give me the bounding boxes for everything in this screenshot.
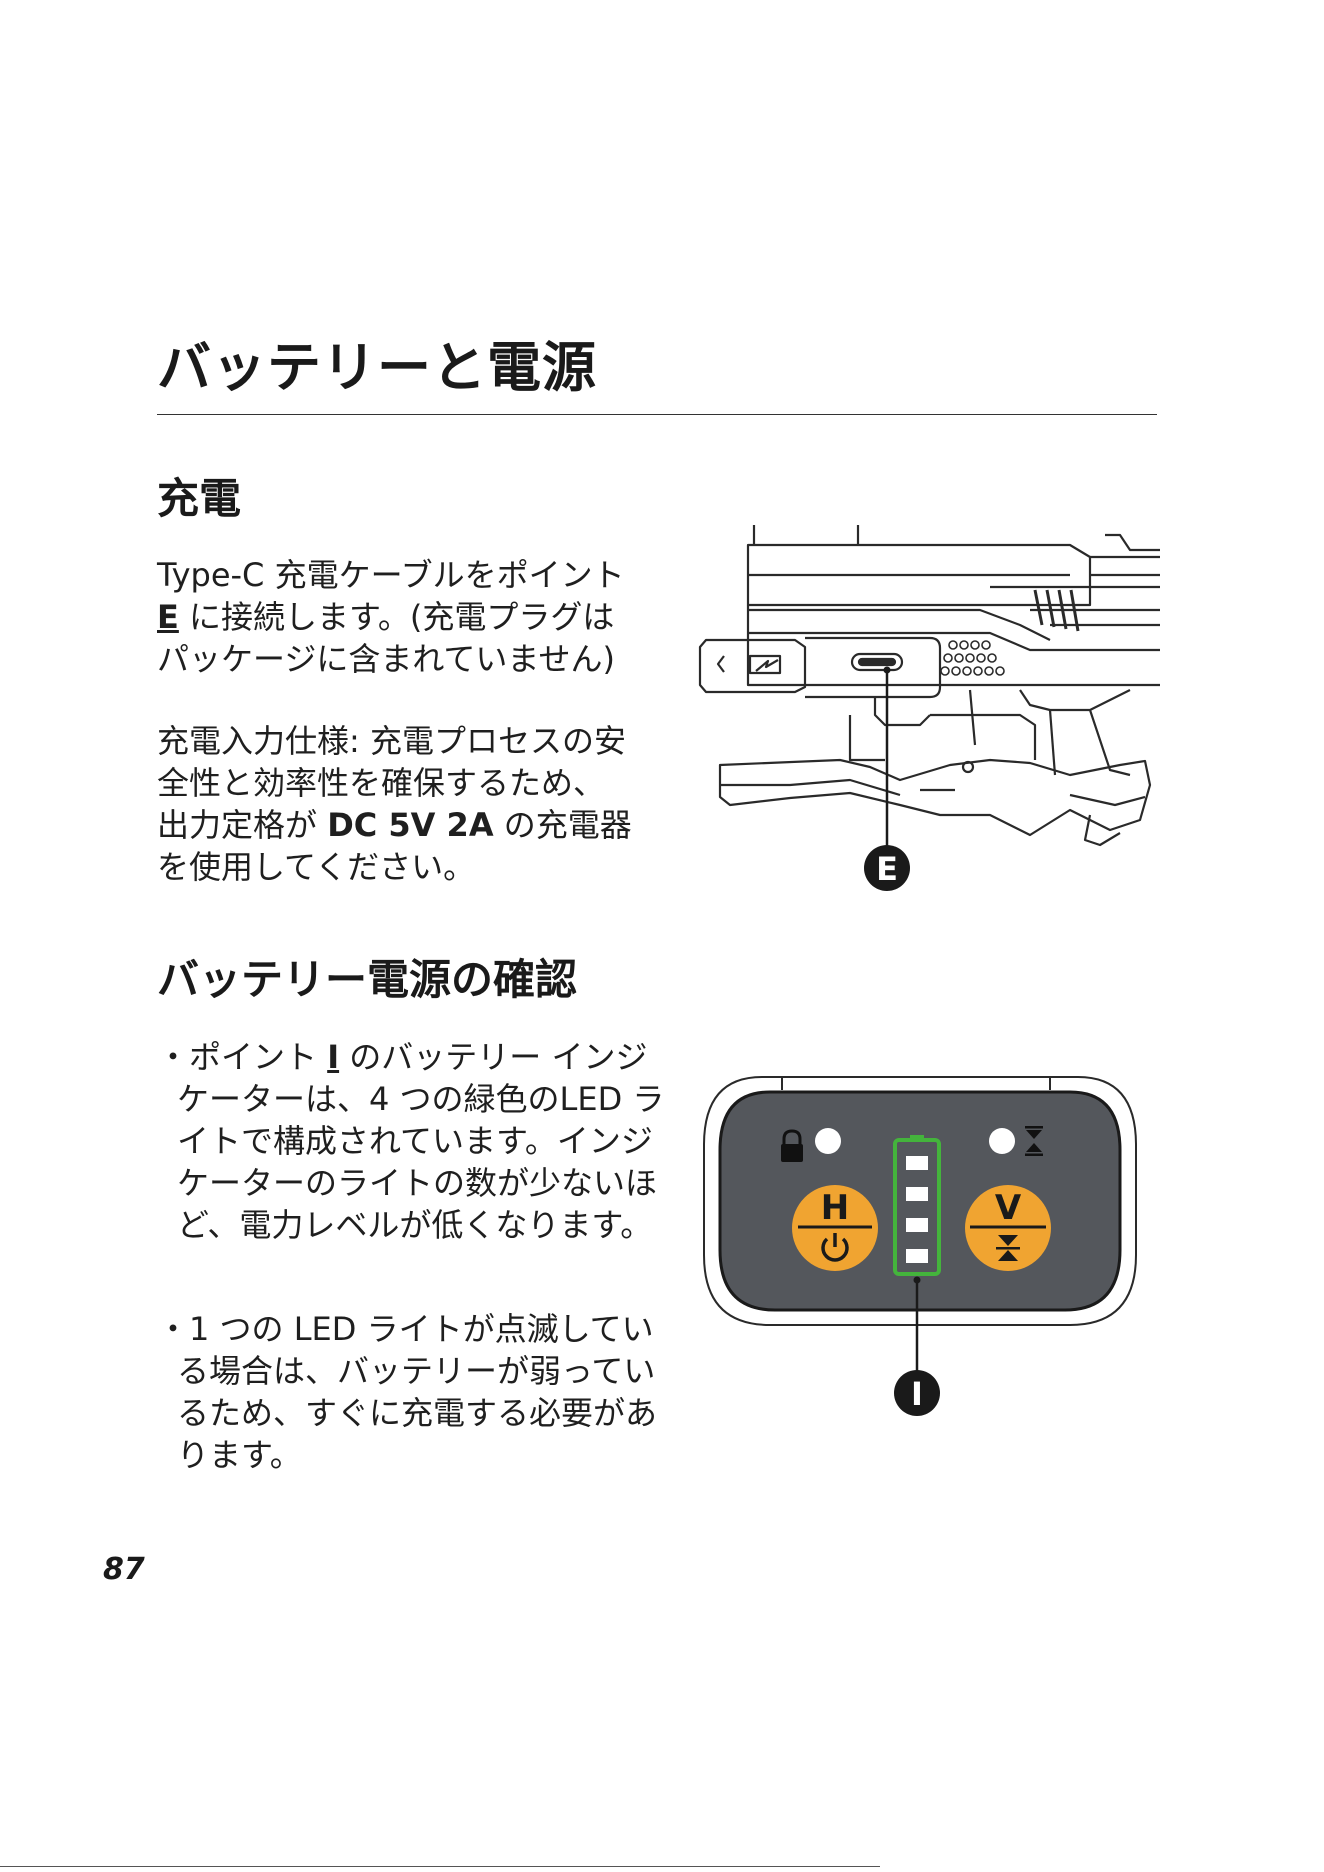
battery-b1-text-a: ・ポイント: [157, 1038, 327, 1076]
charging-p2-line-1: 充電入力仕様: 充電プロセスの安: [157, 722, 626, 760]
h-power-button[interactable]: H: [792, 1185, 878, 1271]
charging-p1-text-a: Type-C 充電ケーブルをポイント: [157, 556, 625, 594]
charging-paragraph-1: Type-C 充電ケーブルをポイント E に接続します。(充電プラグは パッケー…: [157, 554, 667, 680]
page-number: 87: [103, 1552, 145, 1588]
h-button-label: H: [821, 1188, 849, 1228]
charging-port-illustration: E: [690, 515, 1160, 900]
charging-p2-line-3a: 出力定格が: [157, 806, 327, 844]
callout-i-label: I: [911, 1375, 923, 1413]
tilt-led: [989, 1128, 1015, 1154]
battery-bullet-1: ・ポイント I のバッテリー インジケーターは、4 つの緑色のLED ライトで構…: [157, 1036, 677, 1246]
callout-e-label: E: [876, 850, 898, 888]
battery-led-4: [906, 1156, 928, 1170]
battery-indicator-illustration: H V I: [700, 1075, 1140, 1425]
battery-led-2: [906, 1218, 928, 1232]
battery-led-1: [906, 1249, 928, 1263]
point-i-reference: I: [327, 1038, 339, 1076]
charging-p2-line-3b: の充電器: [494, 806, 632, 844]
charging-heading: 充電: [157, 471, 241, 527]
title-divider: [157, 414, 1157, 415]
charging-spec: DC 5V 2A: [327, 806, 493, 844]
battery-check-heading: バッテリー電源の確認: [157, 952, 577, 1008]
charging-p1-text-c: パッケージに含まれていません): [157, 640, 615, 678]
footer-rule: [0, 1866, 880, 1867]
lock-led: [815, 1128, 841, 1154]
charging-p2-line-4: を使用してください。: [157, 848, 475, 886]
v-tilt-button[interactable]: V: [965, 1185, 1051, 1271]
battery-bullet-2: ・1 つの LED ライトが点滅している場合は、バッテリーが弱っているため、すぐ…: [157, 1308, 677, 1476]
v-button-label: V: [995, 1188, 1022, 1228]
battery-led-3: [906, 1187, 928, 1201]
charging-p2-line-2: 全性と効率性を確保するため、: [157, 764, 605, 802]
charging-paragraph-2: 充電入力仕様: 充電プロセスの安 全性と効率性を確保するため、 出力定格が DC…: [157, 720, 667, 888]
charging-p1-text-b: に接続します。(充電プラグは: [179, 598, 614, 636]
page-title: バッテリーと電源: [157, 333, 597, 403]
point-e-reference: E: [157, 598, 179, 636]
